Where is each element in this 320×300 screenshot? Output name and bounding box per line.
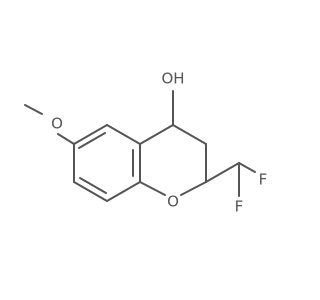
bond-c5-c6 xyxy=(73,124,108,145)
ring-oxygen-label: O xyxy=(167,193,179,211)
bonds xyxy=(24,90,256,202)
bond-c6-o-methoxy xyxy=(57,133,75,145)
methoxy-oxygen-label: O xyxy=(51,115,63,133)
bond-c4a-c4 xyxy=(139,124,174,145)
bond-c4a-c5 xyxy=(106,124,141,145)
bond-o1-c8a xyxy=(139,181,166,196)
bond-c7-c8 xyxy=(73,181,108,202)
bond-c2-chf2 xyxy=(205,162,240,183)
chemical-structure: OH O O F F xyxy=(24,70,267,216)
bond-cf-top xyxy=(238,162,256,173)
atom-labels: OH O O F F xyxy=(51,70,267,216)
fluorine-bottom-label: F xyxy=(235,198,244,216)
aromatic-inner-bond-1 xyxy=(78,132,106,149)
molecule-diagram: OH O O F F xyxy=(24,69,268,216)
bond-c4-c3 xyxy=(172,124,207,145)
hydroxyl-oxygen-label: OH xyxy=(161,70,184,88)
aromatic-inner-bond-2 xyxy=(79,177,107,194)
bond-c2-o1 xyxy=(180,181,207,196)
bond-o-methyl xyxy=(24,104,43,115)
fluorine-top-label: F xyxy=(259,171,268,189)
bond-c8-c8a xyxy=(106,181,141,202)
